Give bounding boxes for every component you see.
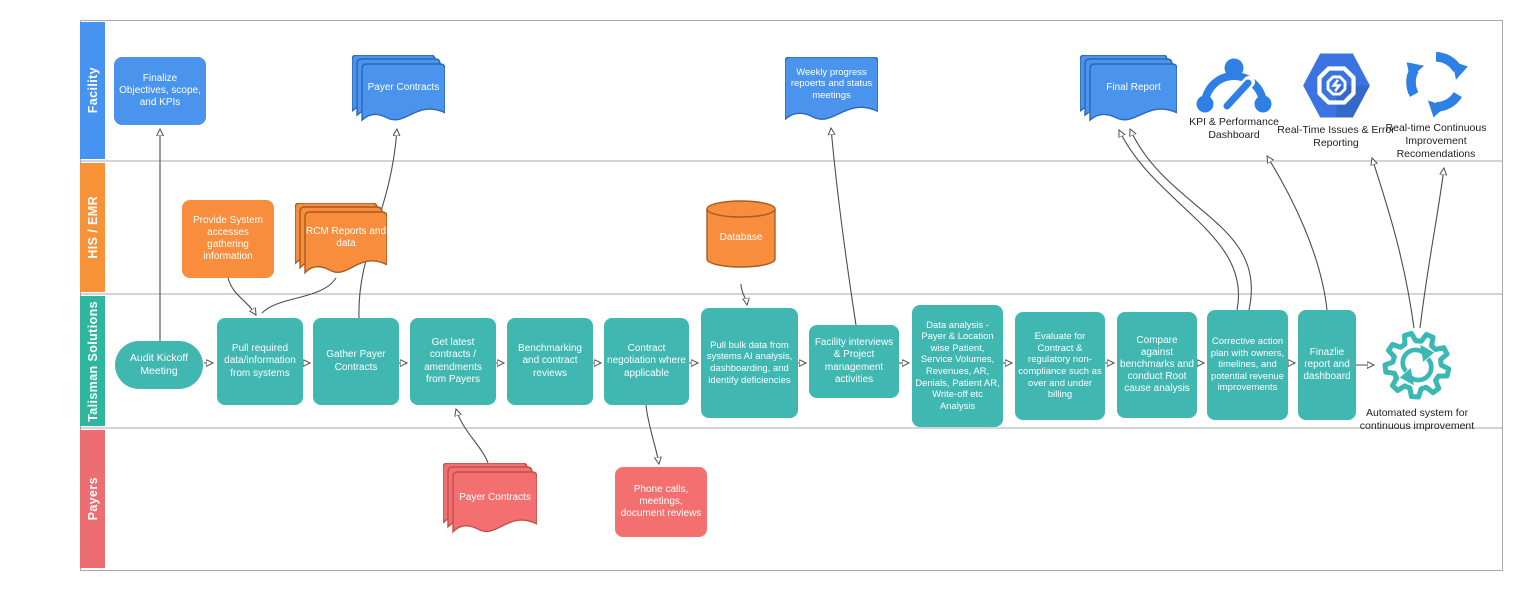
node-realtime-continuous-improvement[interactable]: Real-time Continuous Improvement Recomen… <box>1374 45 1498 161</box>
lane-strip-payers: Payers <box>80 430 105 568</box>
node-pull-required-data[interactable]: Pull required data/information from syst… <box>217 318 303 405</box>
node-pull-bulk-data[interactable]: Pull bulk data from systems AI analysis,… <box>701 308 798 418</box>
document-stack-shape <box>352 55 445 122</box>
connector-finazlie-report-dashboard-to-kpi-performance-dashboard <box>1267 156 1328 311</box>
node-label: Benchmarking and contract reviews <box>518 343 582 379</box>
node-label: Audit Kickoff Meeting <box>129 352 189 377</box>
connector-corrective-action-plan-to-final-report <box>1130 129 1252 311</box>
node-label: Pull required data/information from syst… <box>224 343 296 379</box>
connector-facility-interviews-to-weekly-progress-reports <box>831 128 857 326</box>
node-label: Payer Contracts <box>367 82 440 94</box>
node-benchmarking-contract-reviews[interactable]: Benchmarking and contract reviews <box>507 318 593 405</box>
node-label: Database <box>719 232 763 244</box>
node-label: Corrective action plan with owners, time… <box>1210 336 1285 394</box>
node-weekly-progress-reports[interactable]: Weekly progress repoerts and status meet… <box>785 57 878 125</box>
icon-caption: KPI & Performance Dashboard <box>1189 116 1279 142</box>
document-stack-shape <box>1080 55 1177 122</box>
node-finazlie-report-dashboard[interactable]: Finazlie report and dashboard <box>1298 310 1356 420</box>
diagram-frame <box>80 20 1503 571</box>
node-label: Facility interviews & Project management… <box>814 337 894 385</box>
node-phone-calls-meetings[interactable]: Phone calls, meetings, document reviews <box>615 467 707 537</box>
node-payer-contracts-payers[interactable]: Payer Contracts <box>443 463 537 537</box>
connector-rcm-reports-and-data-to-pull-required-data <box>261 277 337 314</box>
node-evaluate-compliance[interactable]: Evaluate for Contract & regulatory non-c… <box>1015 312 1105 420</box>
node-audit-kickoff-meeting[interactable]: Audit Kickoff Meeting <box>115 341 203 389</box>
node-get-latest-contracts[interactable]: Get latest contracts / amendments from P… <box>410 318 496 405</box>
node-provide-system-accesses[interactable]: Provide System accesses gathering inform… <box>182 200 274 278</box>
gauge-icon <box>1196 58 1272 113</box>
node-label: Finazlie report and dashboard <box>1303 346 1351 383</box>
node-data-analysis[interactable]: Data analysis - Payer & Location wise Pa… <box>912 305 1003 427</box>
node-label: Payer Contracts <box>459 491 531 503</box>
lane-label-his-emr: HIS / EMR <box>85 196 100 259</box>
connector-payer-contracts-payers-to-get-latest-contracts <box>456 409 489 464</box>
icon-caption: Real-Time Issues & Error Reporting <box>1277 124 1395 150</box>
connector-automated-system-to-realtime-issues-error-reporting <box>1372 158 1415 329</box>
node-label: Weekly progress repoerts and status meet… <box>790 66 873 101</box>
lane-strip-his-emr: HIS / EMR <box>80 163 105 292</box>
node-label: Pull bulk data from systems AI analysis,… <box>706 339 793 386</box>
node-contract-negotiation[interactable]: Contract negotiation where applicable <box>604 318 689 405</box>
node-gather-payer-contracts[interactable]: Gather Payer Contracts <box>313 318 399 405</box>
node-realtime-issues-error-reporting[interactable]: Real-Time Issues & Error Reporting <box>1276 50 1396 150</box>
lane-strip-facility: Facility <box>80 22 105 159</box>
node-label: Provide System accesses gathering inform… <box>192 214 264 263</box>
document-stack-shape <box>443 463 537 534</box>
connector-corrective-action-plan-to-final-report <box>1119 130 1240 311</box>
node-database[interactable]: Database <box>706 200 776 268</box>
hexagon-error-icon <box>1302 53 1370 118</box>
node-compare-benchmarks[interactable]: Compare against benchmarks and conduct R… <box>1117 312 1197 418</box>
node-label: Data analysis - Payer & Location wise Pa… <box>915 319 1000 412</box>
node-label: Get latest contracts / amendments from P… <box>424 337 482 385</box>
node-label: Gather Payer Contracts <box>326 349 386 373</box>
gear-automation-icon <box>1382 330 1452 400</box>
node-label: Evaluate for Contract & regulatory non-c… <box>1018 331 1102 401</box>
sync-arrows-icon <box>1399 45 1473 119</box>
database-shape <box>706 200 776 268</box>
icon-caption: Real-time Continuous Improvement Recomen… <box>1385 122 1487 161</box>
connector-contract-negotiation-to-phone-calls-meetings <box>645 404 659 464</box>
node-automated-system[interactable]: Automated system for continuous improvem… <box>1341 326 1493 433</box>
node-label: Contract negotiation where applicable <box>607 343 686 379</box>
node-label: RCM Reports and data <box>305 226 387 250</box>
connector-provide-system-accesses-to-pull-required-data <box>227 277 256 315</box>
node-rcm-reports-and-data[interactable]: RCM Reports and data <box>295 203 387 278</box>
node-label: Final Report <box>1106 82 1161 94</box>
document-shape <box>785 57 878 121</box>
lane-label-payers: Payers <box>85 477 100 521</box>
node-label: Compare against benchmarks and conduct R… <box>1120 334 1194 395</box>
node-label: Finalize Objectives, scope, and KPIs <box>119 72 201 109</box>
node-kpi-performance-dashboard[interactable]: KPI & Performance Dashboard <box>1179 55 1289 142</box>
icon-caption: Automated system for continuous improvem… <box>1359 407 1475 433</box>
node-final-report[interactable]: Final Report <box>1080 55 1177 125</box>
connector-automated-system-to-realtime-continuous-improvement <box>1419 168 1444 329</box>
lane-strip-talisman: Talisman Solutions <box>80 296 105 426</box>
connector-database-to-pull-bulk-data <box>740 283 747 305</box>
node-payer-contracts-facility[interactable]: Payer Contracts <box>352 55 445 125</box>
node-label: Phone calls, meetings, document reviews <box>620 483 702 520</box>
lane-label-talisman: Talisman Solutions <box>85 300 100 422</box>
node-facility-interviews[interactable]: Facility interviews & Project management… <box>809 325 899 398</box>
lane-label-facility: Facility <box>85 67 100 114</box>
node-finalize-objectives[interactable]: Finalize Objectives, scope, and KPIs <box>114 57 206 125</box>
node-corrective-action-plan[interactable]: Corrective action plan with owners, time… <box>1207 310 1288 420</box>
document-stack-shape <box>295 203 387 275</box>
